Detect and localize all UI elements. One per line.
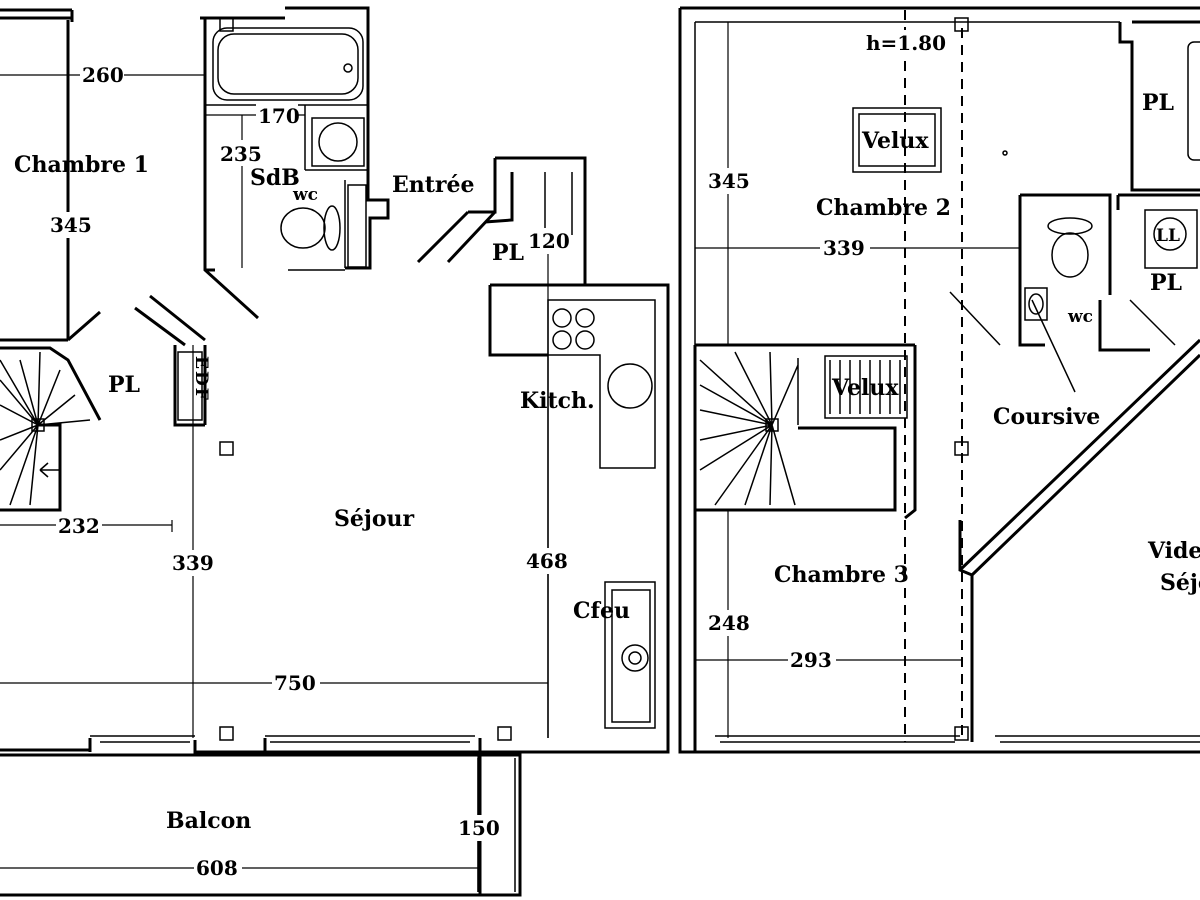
label-wc-2: wc <box>1067 307 1093 327</box>
label-pl-1: PL <box>108 372 140 398</box>
toilet-box-1 <box>347 184 367 268</box>
label-chambre-1: Chambre 1 <box>14 152 149 178</box>
dim-248: 248 <box>708 611 750 635</box>
left-floor <box>0 6 670 897</box>
wall-top-left <box>0 6 370 30</box>
dim-750: 750 <box>274 671 316 695</box>
wall-right-inner <box>694 21 1120 345</box>
label-velux-1: Velux <box>861 128 929 154</box>
hob-ring-1 <box>552 308 572 328</box>
ceiling-point <box>1002 150 1008 156</box>
dim-170: 170 <box>258 104 300 128</box>
velux-1-frame <box>852 107 942 173</box>
label-vide-1: Vide <box>1147 538 1200 564</box>
column-4 <box>497 726 512 741</box>
dimension-label-backgrounds <box>48 30 950 880</box>
dim-345-right: 345 <box>708 169 750 193</box>
column-2 <box>219 441 234 456</box>
label-wc-1: wc <box>292 185 318 205</box>
hob-ring-3 <box>552 330 572 350</box>
label-ll: LL <box>1156 226 1180 246</box>
washer-drum <box>1153 217 1187 251</box>
column-1 <box>219 17 234 32</box>
dim-150: 150 <box>458 816 500 840</box>
wall-south <box>0 738 668 754</box>
hob-ring-2 <box>575 308 595 328</box>
edf-box <box>177 351 203 421</box>
bathtub-drain <box>343 63 353 73</box>
dim-345-left: 345 <box>50 213 92 237</box>
cfeu-symbol-inner <box>628 651 642 665</box>
cfeu-symbol <box>621 644 649 672</box>
label-chambre-3: Chambre 3 <box>774 562 909 588</box>
wall-right-outer <box>678 6 1200 754</box>
wall-right-pl <box>1118 20 1200 192</box>
column-6 <box>954 441 969 456</box>
label-coursive: Coursive <box>993 404 1100 430</box>
wall-entry-step <box>544 172 573 235</box>
cfeu-box <box>604 581 656 729</box>
wall-entry-door <box>416 210 497 264</box>
toilet-bowl-2 <box>1051 232 1089 278</box>
sink-bowl <box>607 363 653 409</box>
bathtub-inner <box>217 33 359 95</box>
washbasin <box>311 117 365 167</box>
wall-south-right-win <box>715 735 1200 743</box>
dim-lines-left <box>0 20 549 892</box>
washer-box <box>1144 209 1198 269</box>
wall-kitchen <box>488 283 660 357</box>
toilet-tank-2 <box>1047 217 1093 235</box>
label-cfeu: Cfeu <box>573 598 630 624</box>
dim-235: 235 <box>220 142 262 166</box>
dim-339-right: 339 <box>823 236 865 260</box>
label-entree: Entrée <box>392 172 475 198</box>
stair-right <box>693 343 917 752</box>
dimension-labels: 260 170 235 345 120 232 339 468 750 150 … <box>50 63 865 880</box>
pl-box-right <box>1187 41 1200 161</box>
dim-468: 468 <box>526 549 568 573</box>
washbasin-bowl <box>318 122 358 162</box>
wall-pl-edf <box>67 294 207 427</box>
velux-2-frame <box>824 355 908 419</box>
label-balcon: Balcon <box>166 808 251 834</box>
column-5 <box>954 17 969 32</box>
room-labels: Chambre 1 SdB wc Entrée PL PL EDF Kitch.… <box>14 31 1200 834</box>
label-pl-4: PL <box>1150 270 1182 296</box>
toilet-tank-1 <box>323 205 341 251</box>
wall-wc2 <box>1018 193 1200 352</box>
sink-wc2 <box>1024 287 1048 321</box>
balcony <box>0 753 522 897</box>
label-height-note: h=1.80 <box>866 31 946 55</box>
sink-wc2-bowl <box>1028 293 1044 315</box>
bathtub <box>212 27 364 101</box>
hob-ring-4 <box>575 330 595 350</box>
wall-window-south <box>90 735 475 743</box>
label-chambre-2: Chambre 2 <box>816 195 951 221</box>
wall-wc2-door <box>949 291 1176 393</box>
label-pl-2: PL <box>492 240 524 266</box>
label-kitchen: Kitch. <box>520 388 595 414</box>
wall-coursive <box>958 338 1200 742</box>
label-vide-2: Séjo <box>1160 570 1200 596</box>
dim-293: 293 <box>790 648 832 672</box>
label-sdb: SdB <box>250 165 300 191</box>
wall-left-inner <box>0 20 70 342</box>
velux-1-inner <box>858 113 936 167</box>
label-velux-2: Velux <box>831 375 899 401</box>
label-pl-3: PL <box>1142 90 1174 116</box>
right-floor <box>678 6 1200 754</box>
dim-232: 232 <box>58 514 100 538</box>
dim-608: 608 <box>196 856 238 880</box>
column-3 <box>219 726 234 741</box>
label-sejour: Séjour <box>334 506 415 532</box>
label-edf: EDF <box>191 356 211 402</box>
dim-339-left: 339 <box>172 551 214 575</box>
stair-left <box>0 346 102 512</box>
dim-260: 260 <box>82 63 124 87</box>
wall-bath-block <box>203 18 390 320</box>
toilet-bowl-1 <box>280 207 326 249</box>
column-7 <box>954 726 969 741</box>
dim-120: 120 <box>528 229 570 253</box>
